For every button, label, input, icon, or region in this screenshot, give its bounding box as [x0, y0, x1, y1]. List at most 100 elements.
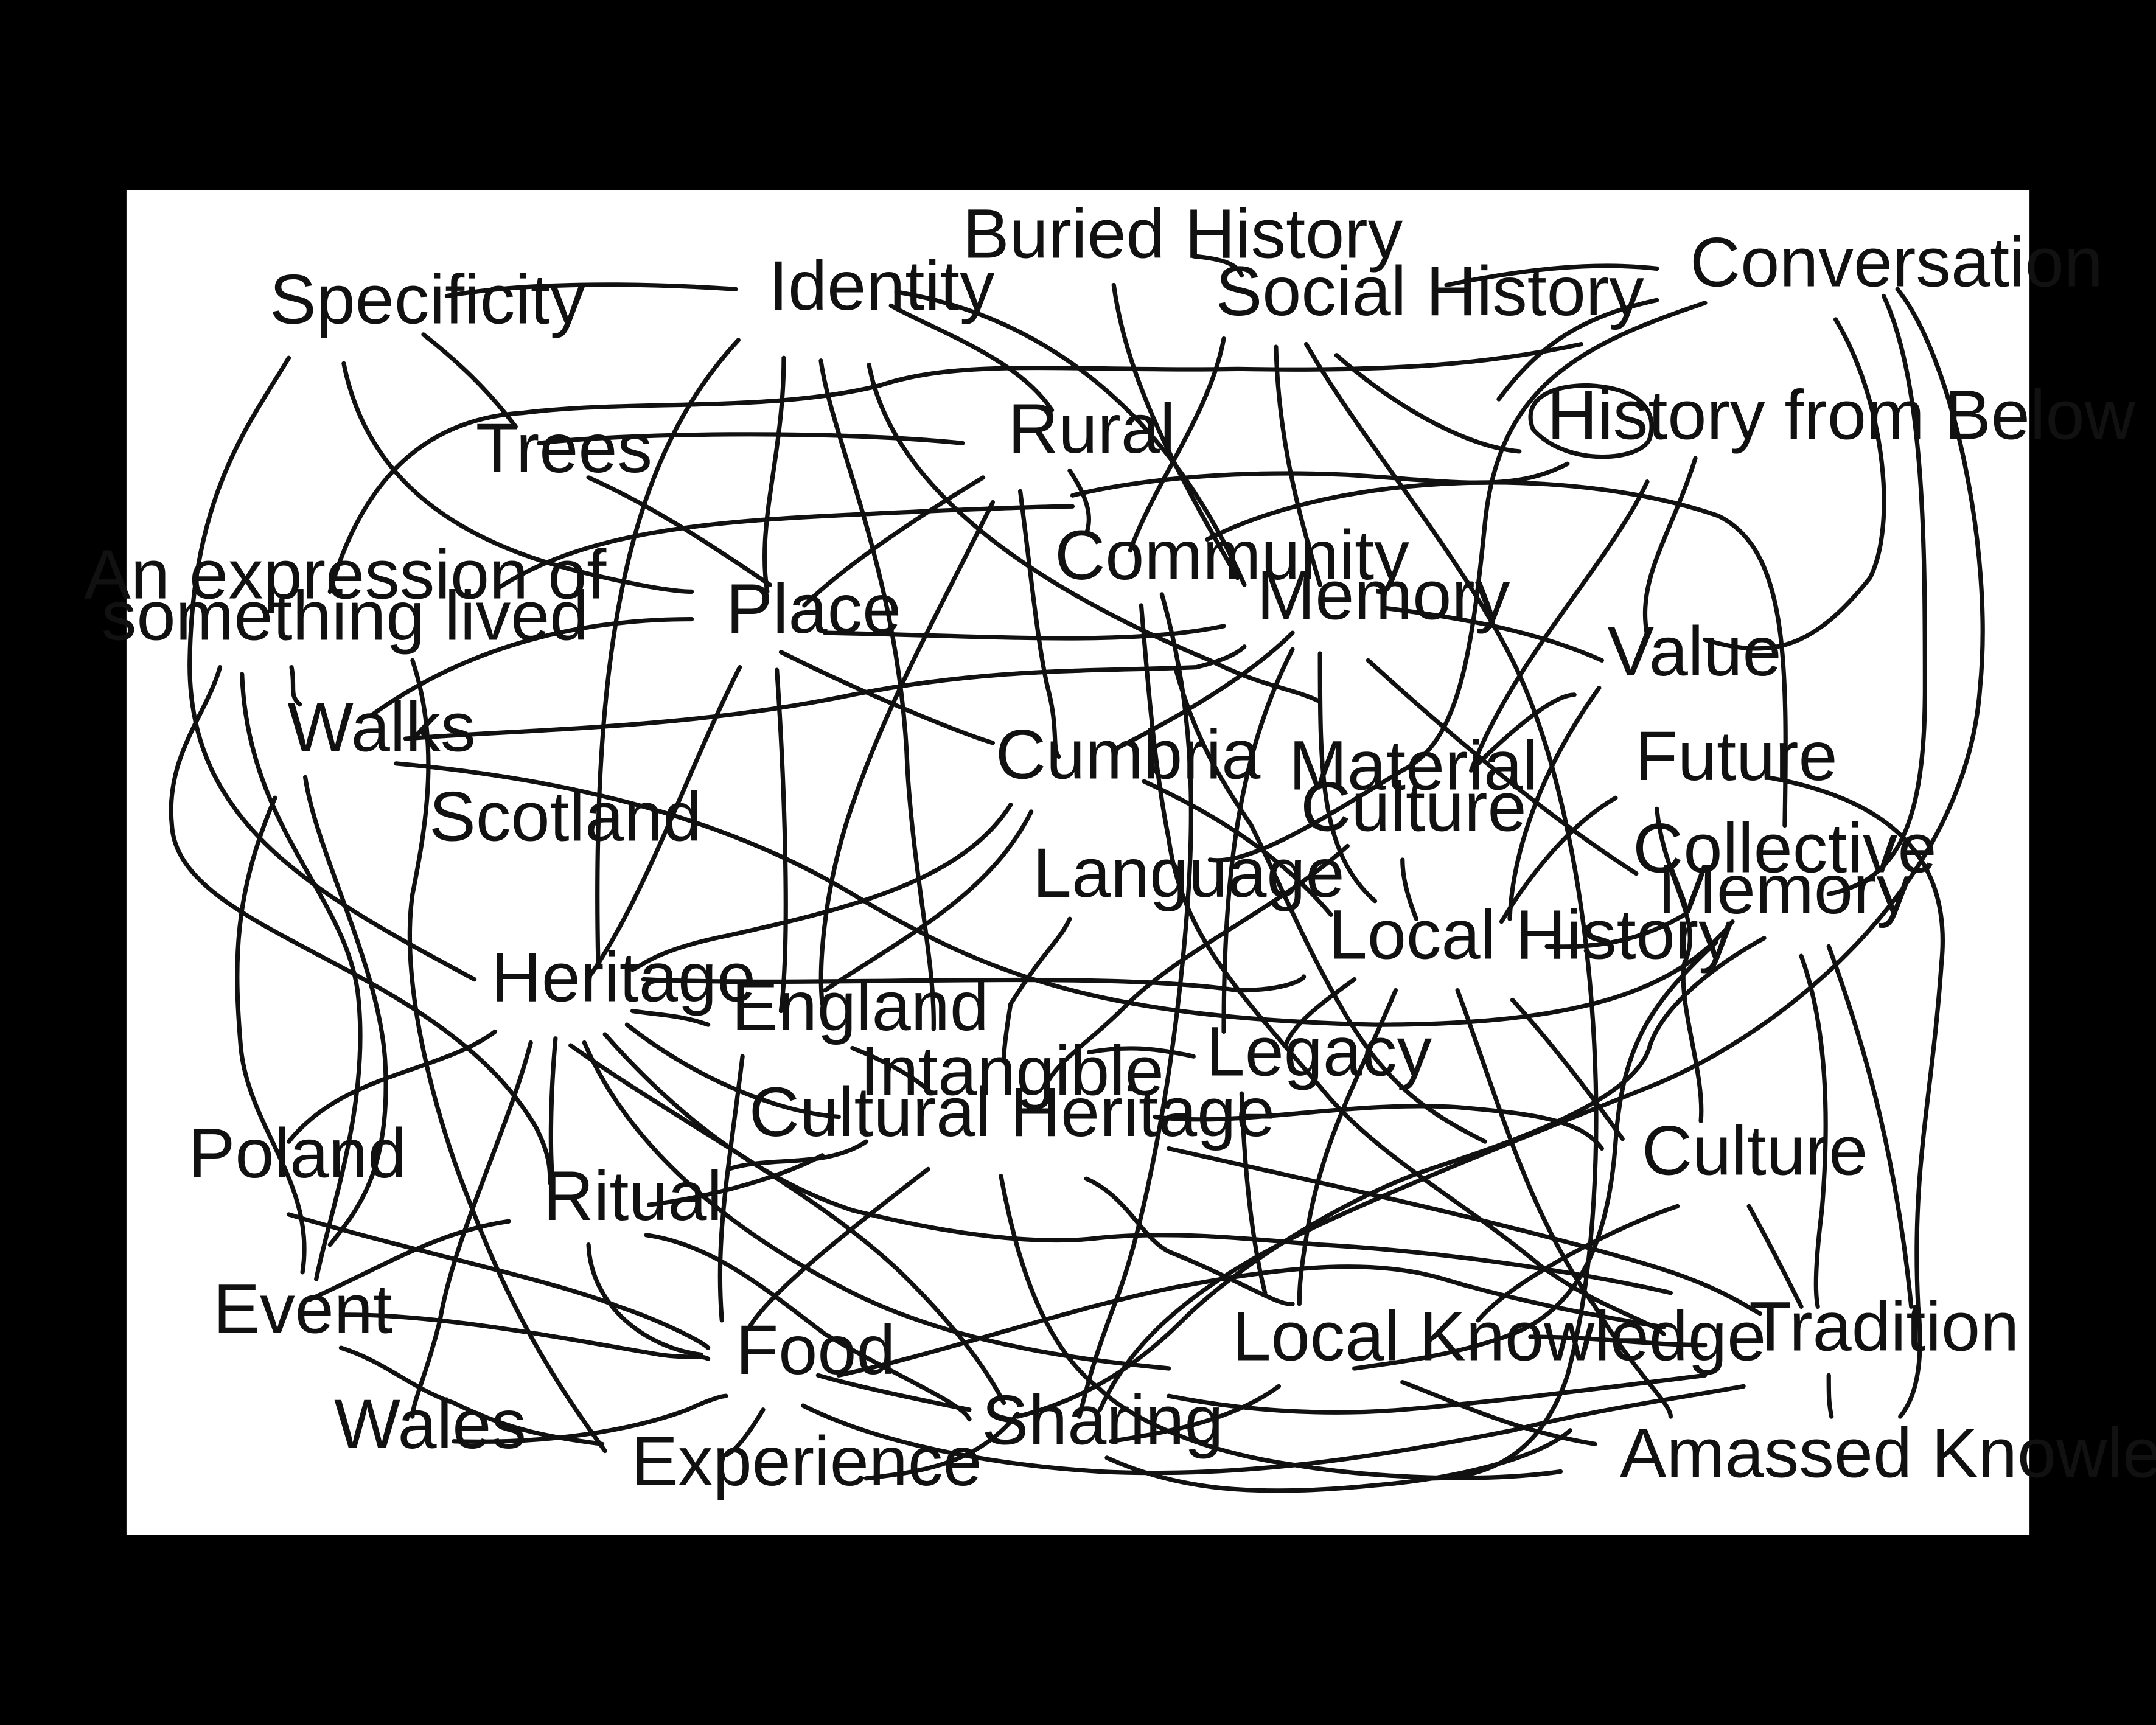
connection-line: [452, 1393, 728, 1444]
connection-line: [586, 475, 772, 587]
connection-line: [1001, 1002, 1013, 1062]
connection-line: [1173, 666, 1487, 1144]
connection-line: [630, 802, 1013, 972]
connection-line: [1084, 1176, 1295, 1306]
connection-line: [588, 665, 742, 977]
connection-line: [1400, 857, 1418, 921]
node-legacy: Legacy: [1206, 1013, 1432, 1091]
connection-line: [1098, 287, 1985, 1412]
connection-line: [823, 624, 1226, 641]
connection-line: [235, 795, 307, 1275]
connection-line: [286, 1029, 498, 1144]
node-experience: Experience: [631, 1423, 982, 1500]
connection-line: [1303, 342, 1599, 1481]
connection-line: [888, 303, 1055, 413]
connection-line: [1476, 1204, 1680, 1323]
connection-line: [863, 1411, 1020, 1481]
node-rural: Rural: [1008, 390, 1175, 468]
connection-line: [1207, 301, 1708, 863]
connection-line: [1366, 658, 1639, 876]
connection-line: [747, 1166, 930, 1329]
connection-line: [726, 1139, 869, 1171]
connection-line: [586, 1242, 703, 1357]
connection-line: [1826, 1373, 1834, 1419]
node-culture: Culture: [1642, 1112, 1868, 1190]
node-food: Food: [736, 1311, 896, 1389]
node-ich-line-1: Intangible: [860, 1032, 1164, 1110]
node-ritual: Ritual: [543, 1157, 723, 1235]
connection-line: [537, 432, 965, 445]
connection-line: [1205, 480, 1788, 828]
connection-line: [800, 1384, 1746, 1476]
connection-line: [497, 504, 1075, 590]
connection-line: [169, 665, 553, 1185]
node-identity: Identity: [769, 247, 995, 325]
connection-line: [1191, 254, 1244, 278]
node-memory: Memory: [1257, 557, 1510, 635]
connection-line: [1384, 605, 1605, 663]
connection-line: [641, 974, 1307, 993]
connection-line: [338, 1312, 711, 1361]
connection-line: [1153, 1104, 1605, 1151]
connection-line: [717, 1054, 745, 1323]
connection-line: [1334, 353, 1522, 454]
connection-line: [630, 1008, 711, 1027]
connection-line: [327, 342, 1584, 594]
connection-line: [303, 775, 388, 1247]
connection-line: [1042, 843, 1350, 1089]
connection-line: [1067, 468, 1092, 537]
connection-line: [818, 500, 996, 1006]
node-value: Value: [1607, 613, 1781, 691]
connection-line: [823, 809, 1034, 993]
connection-line: [1167, 1146, 1762, 1316]
connection-line: [341, 361, 694, 594]
connection-line: [548, 1036, 558, 1185]
connection-line: [1142, 779, 1333, 917]
connection-line: [646, 1153, 825, 1207]
connection-line: [775, 667, 788, 1014]
node-poland: Poland: [189, 1115, 407, 1193]
node-language: Language: [1033, 834, 1345, 912]
connection-line: [1455, 988, 1673, 1419]
connection-lines: [169, 254, 1985, 1493]
connection-line: [1764, 775, 1945, 1419]
connection-line: [1544, 912, 1687, 949]
connection-line: [289, 665, 302, 707]
connection-line: [286, 1212, 711, 1350]
node-labels: Buried History Specificity Identity Soci…: [84, 195, 2156, 1500]
connection-line: [1528, 383, 1654, 459]
connection-line: [1297, 988, 1398, 1306]
connection-line: [1167, 1373, 1708, 1415]
connection-line: [1499, 795, 1618, 924]
connection-line: [444, 282, 738, 299]
node-cumbria: Cumbria: [996, 716, 1261, 794]
connection-line: [1826, 944, 1914, 1309]
connection-line: [644, 1233, 972, 1422]
connection-line: [1008, 916, 1072, 1006]
connection-line: [1077, 592, 1193, 1419]
connection-line: [1496, 298, 1659, 402]
node-material-culture-line-2: Culture: [1300, 768, 1526, 846]
connection-line: [1746, 1204, 1804, 1309]
connection-line: [894, 290, 1247, 587]
connection-line: [1510, 997, 1625, 1141]
connection-line: [1799, 953, 1828, 1309]
connection-line: [818, 358, 936, 1031]
node-specificity: Specificity: [270, 261, 585, 339]
connection-line: [762, 355, 786, 594]
connection-line: [1317, 651, 1378, 904]
node-expression-line-1: An expression of: [84, 536, 607, 614]
node-collective-memory-line-1: Collective: [1633, 809, 1936, 887]
connection-line: [403, 644, 1247, 741]
connection-line: [850, 1045, 927, 1089]
connection-line: [1469, 692, 1577, 773]
connection-line: [1469, 479, 1650, 773]
connection-line: [1703, 317, 1886, 651]
node-heritage: Heritage: [491, 939, 756, 1017]
connection-line: [1239, 1091, 1268, 1295]
connection-line: [815, 1373, 972, 1412]
node-event: Event: [213, 1270, 392, 1348]
connection-line: [595, 338, 741, 966]
